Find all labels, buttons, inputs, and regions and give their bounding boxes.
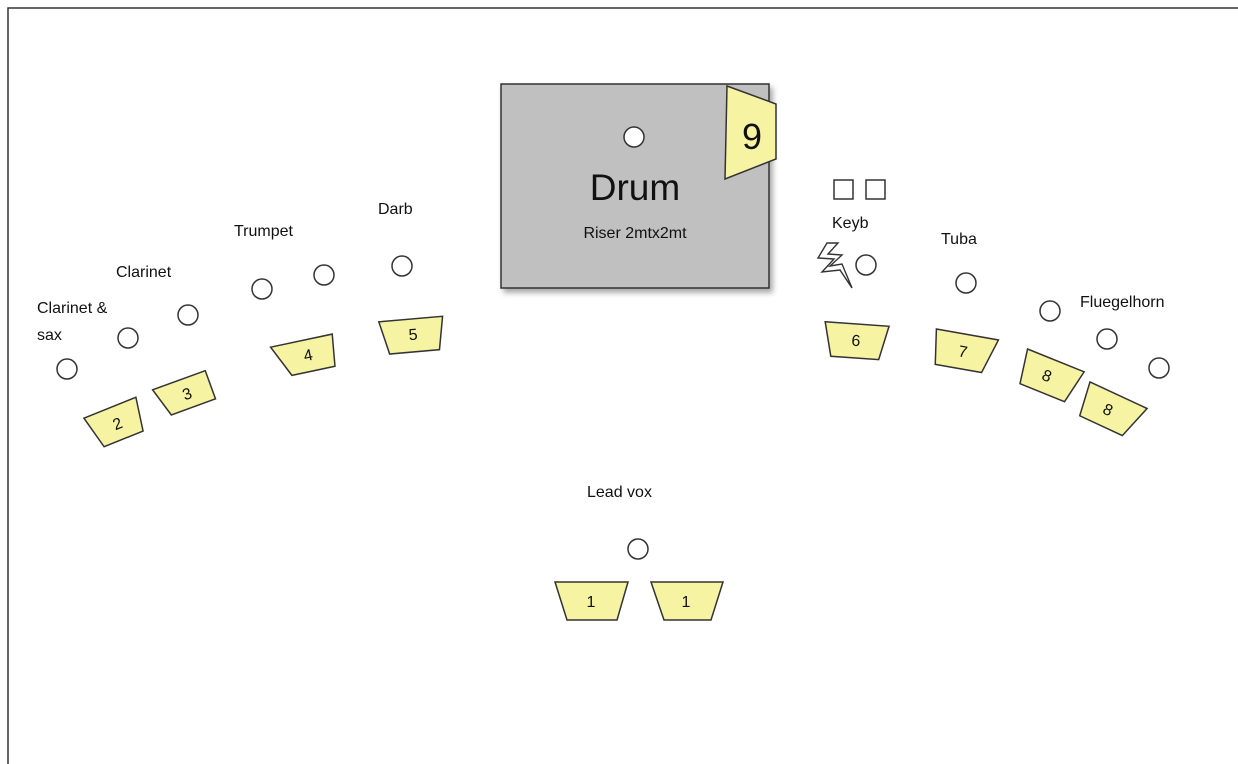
monitor-wedge-4: 4 — [269, 333, 336, 377]
drum-riser: Drum Riser 2mtx2mt — [500, 83, 770, 289]
mic-stand-icon — [117, 327, 139, 349]
mic-stand-icon — [177, 304, 199, 326]
monitor-number: 5 — [408, 327, 418, 345]
monitor-wedge-8: 8 — [1078, 380, 1149, 437]
mic-stand-icon — [1148, 357, 1170, 379]
monitor-wedge-2: 2 — [82, 396, 144, 448]
keyboard-stand-icon — [833, 179, 854, 200]
power-outlet-icon — [816, 242, 853, 289]
monitor-wedge-1: 1 — [553, 581, 629, 621]
performer-label: Darb — [378, 201, 413, 218]
monitor-number-9: 9 — [742, 116, 762, 157]
monitor-number: 7 — [957, 343, 969, 361]
mic-stand-icon — [56, 358, 78, 380]
monitor-wedge-9: 9 — [724, 84, 777, 181]
performer-label: Tuba — [941, 231, 977, 248]
performer-label: Keyb — [832, 215, 869, 232]
mic-stand-icon — [855, 254, 877, 276]
monitor-wedge-3: 3 — [151, 369, 217, 416]
drum-mic-icon — [623, 126, 645, 148]
drum-riser-subtitle: Riser 2mtx2mt — [583, 225, 687, 242]
monitor-wedge-1: 1 — [649, 581, 725, 621]
mic-stand-icon — [313, 264, 335, 286]
monitor-number: 4 — [302, 347, 314, 365]
drum-riser-title: Drum — [590, 167, 680, 208]
mic-stand-icon — [955, 272, 977, 294]
mic-stand-icon — [251, 278, 273, 300]
performer-label: sax — [37, 327, 62, 344]
monitor-wedge-7: 7 — [934, 328, 1000, 374]
monitor-wedges: 1 1 2 3 4 5 6 7 — [82, 315, 1149, 621]
mic-stands — [56, 254, 1170, 560]
mic-stand-icon — [627, 538, 649, 560]
mic-stand-icon — [391, 255, 413, 277]
monitor-number: 1 — [682, 594, 691, 611]
performer-label: Clarinet & — [37, 300, 108, 317]
performer-labels: Clarinet & sax Clarinet Trumpet Darb Key… — [37, 201, 1165, 501]
performer-label: Lead vox — [587, 484, 652, 501]
monitor-number: 6 — [851, 333, 861, 351]
performer-label: Trumpet — [234, 223, 294, 240]
monitor-wedge-5: 5 — [377, 315, 444, 355]
mic-stand-icon — [1039, 300, 1061, 322]
page-border — [7, 7, 1238, 764]
keyboard-stand-icon — [865, 179, 886, 200]
performer-label: Fluegelhorn — [1080, 294, 1165, 311]
monitor-wedge-6: 6 — [824, 320, 891, 361]
mic-stand-icon — [1096, 328, 1118, 350]
performer-label: Clarinet — [116, 264, 172, 281]
monitor-number: 1 — [587, 594, 596, 611]
monitor-wedge-8: 8 — [1019, 347, 1086, 403]
